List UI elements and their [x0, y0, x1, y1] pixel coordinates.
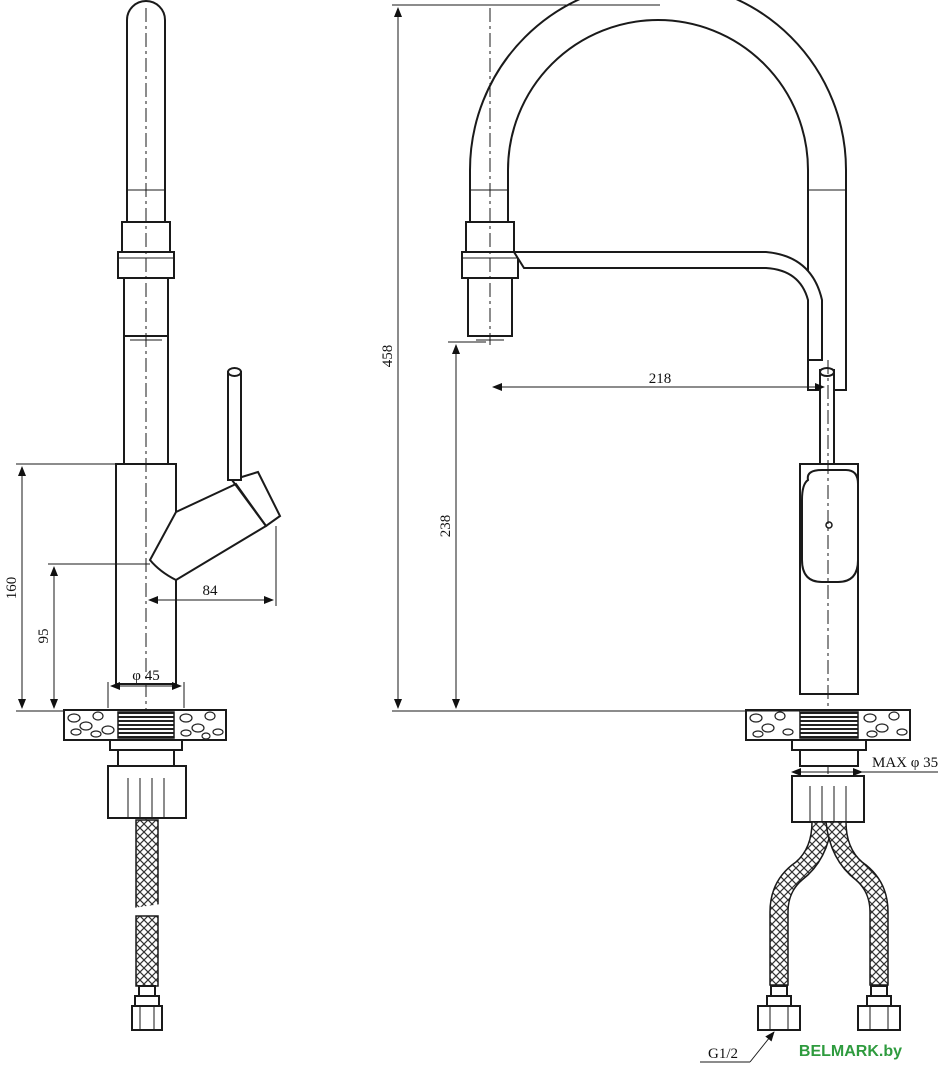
dim-thread: G1/2: [708, 1046, 738, 1062]
dim-max-hole: MAX φ 35: [872, 755, 938, 771]
dim-lever-height: 95: [36, 629, 52, 644]
watermark: BELMARK.by: [799, 1043, 902, 1060]
dim-reach: 218: [649, 371, 672, 387]
dim-body-height: 160: [4, 577, 20, 600]
dim-total-height: 458: [380, 345, 396, 368]
dimension-lines: [16, 4, 938, 1063]
front-view: [461, 0, 911, 1031]
dim-spout-height: 238: [438, 515, 454, 538]
dim-base-diameter: φ 45: [132, 668, 159, 684]
dim-lever-offset: 84: [203, 583, 219, 599]
side-view: [63, 0, 282, 1031]
